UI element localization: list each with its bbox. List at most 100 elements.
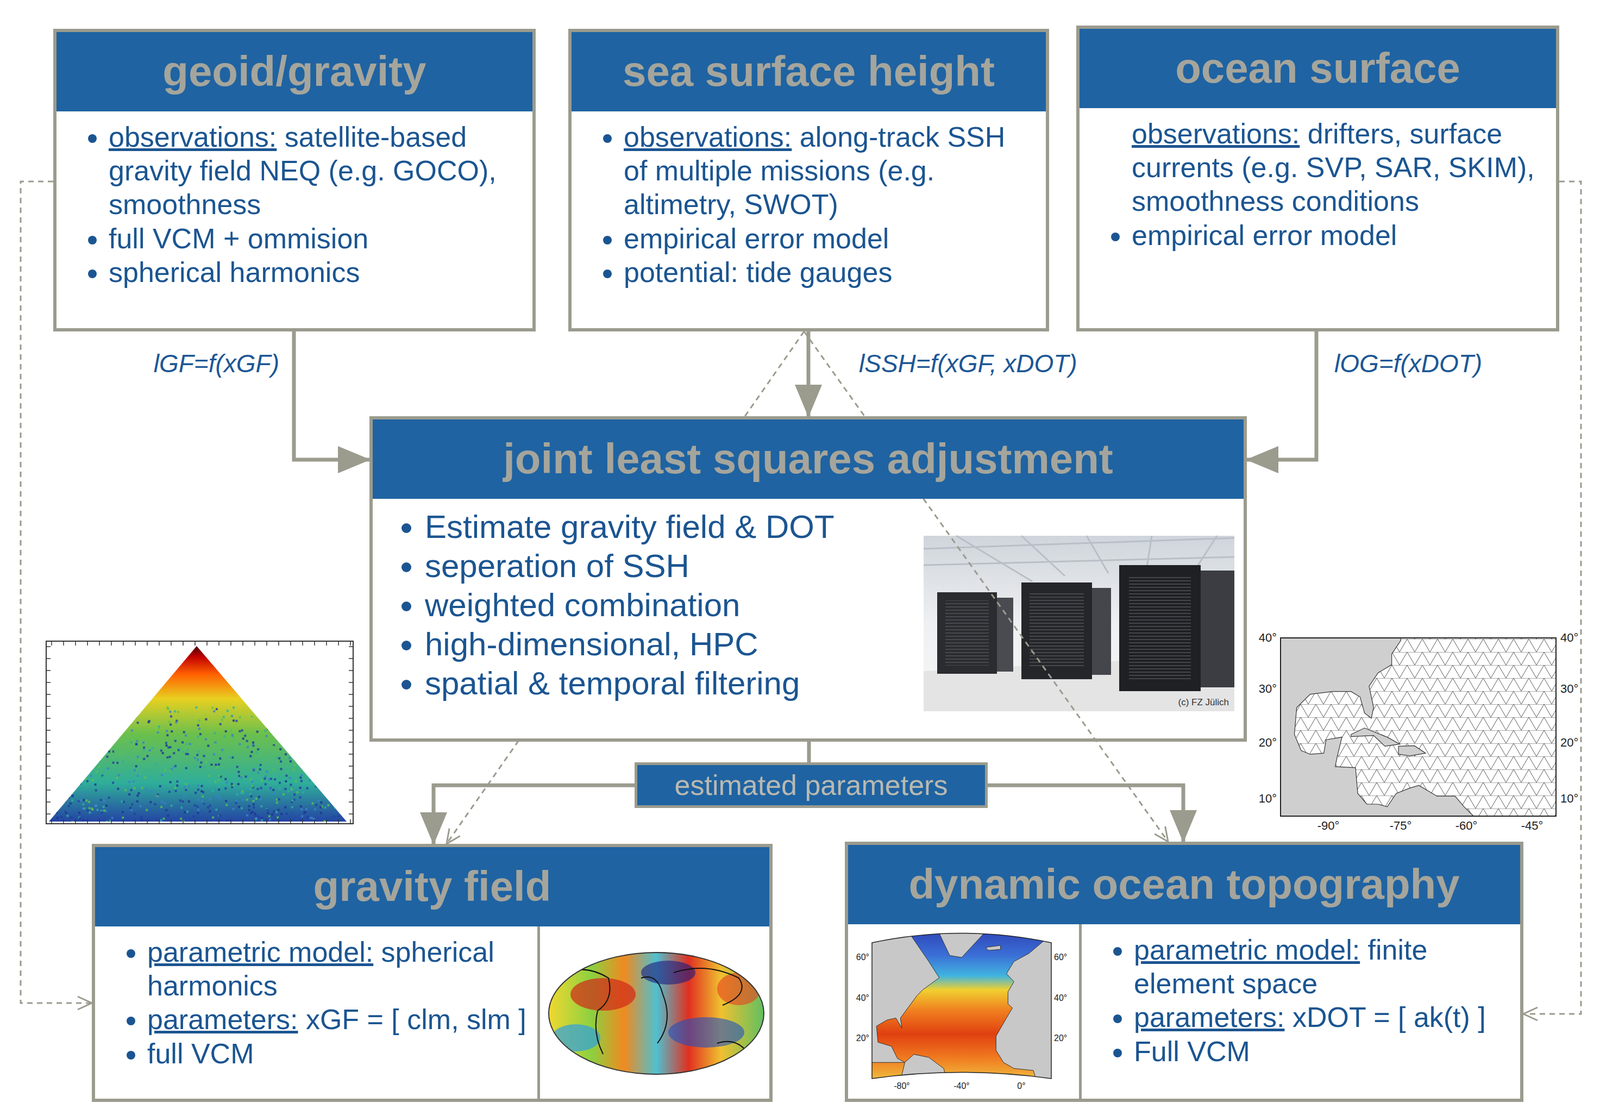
- gravity-globe-part-part: [641, 960, 696, 985]
- coefficient-triangle-plot-part-part: [348, 801, 354, 803]
- coefficient-triangle-plot-part-part: [340, 788, 343, 792]
- box-body: parametric model: spherical harmonicspar…: [95, 926, 770, 1099]
- coefficient-triangle-plot-part-part: [137, 709, 141, 712]
- coefficient-triangle-plot-part-part: [94, 744, 97, 747]
- coefficient-triangle-plot-part-part: [54, 716, 58, 719]
- coefficient-triangle-plot-part-part: [95, 757, 98, 760]
- coefficient-triangle-plot-part-part: [166, 733, 169, 737]
- coefficient-triangle-plot-part-part: [266, 808, 269, 812]
- coefficient-triangle-plot-part-part: [217, 763, 221, 766]
- bullet-item: empirical error model: [623, 221, 1037, 256]
- coefficient-triangle-plot-part-part: [54, 791, 58, 794]
- coefficient-triangle-plot-part-part: [290, 779, 293, 782]
- coefficient-triangle-plot-part-part: [142, 757, 146, 761]
- coefficient-triangle-plot-part-part: [63, 766, 66, 769]
- coefficient-triangle-plot-part-part: [59, 719, 62, 723]
- coefficient-triangle-plot-part-part: [82, 772, 85, 775]
- coefficient-triangle-plot-part-part: [231, 741, 235, 744]
- coefficient-triangle-plot-part-part: [77, 800, 80, 803]
- coefficient-triangle-plot-part-part: [186, 810, 189, 813]
- coefficient-triangle-plot-part-part: [336, 776, 339, 780]
- coefficient-triangle-plot-part-part: [348, 669, 354, 671]
- coefficient-triangle-plot-part-part: [78, 767, 81, 770]
- coefficient-triangle-plot-part-part: [121, 816, 124, 819]
- coefficient-triangle-plot-part-part: [206, 819, 208, 824]
- coefficient-triangle-plot-part-part: [134, 716, 137, 719]
- coefficient-triangle-plot-part-part: [306, 787, 309, 790]
- coefficient-triangle-plot-part-part: [299, 776, 302, 779]
- coefficient-triangle-plot-part-part: [178, 747, 181, 750]
- coefficient-triangle-plot-part-part: [98, 765, 101, 768]
- text-cell: Estimate gravity field & DOTseperation o…: [372, 498, 918, 739]
- coefficient-triangle-plot-part-part: [322, 789, 325, 792]
- coefficient-triangle-plot-part-part: [239, 716, 242, 719]
- coefficient-triangle-plot-part-part: [155, 818, 158, 821]
- coefficient-triangle-plot-part-part: [140, 816, 143, 819]
- coefficient-triangle-plot-part-part: [315, 710, 318, 713]
- coefficient-triangle-plot-part-part: [337, 727, 340, 730]
- supercomputer-photo-part: [1092, 587, 1112, 675]
- coefficient-triangle-plot-part-part: [57, 807, 60, 811]
- coefficient-triangle-plot-part-part: [311, 745, 315, 749]
- coefficient-triangle-plot-part-part: [230, 641, 232, 646]
- coefficient-triangle-plot-part-part: [334, 751, 337, 755]
- coefficient-triangle-plot-part-part: [277, 808, 280, 812]
- coefficient-triangle-plot-part-part: [196, 735, 199, 738]
- coefficient-triangle-plot-part-part: [53, 731, 56, 734]
- dot-map-part-part: [870, 933, 1053, 1081]
- coefficient-triangle-plot-part-part: [305, 807, 308, 811]
- coefficient-triangle-plot-part-part: [278, 757, 281, 760]
- coefficient-triangle-plot-part-part: [46, 657, 51, 660]
- coefficient-triangle-plot-part-part: [183, 794, 186, 798]
- coefficient-triangle-plot-part-part: [259, 763, 262, 767]
- coefficient-triangle-plot-part-part: [325, 724, 329, 727]
- coefficient-triangle-plot-part-part: [174, 786, 177, 789]
- coefficient-triangle-plot-part-part: [242, 819, 244, 824]
- coefficient-triangle-plot-part-part: [64, 761, 67, 764]
- axis-label: 60°: [856, 952, 870, 963]
- coefficient-triangle-plot-part-part: [348, 789, 354, 791]
- coefficient-triangle-plot-part-part: [166, 752, 169, 755]
- triangular-mesh-map-part: [1280, 637, 1478, 817]
- coefficient-triangle-plot-part-part: [275, 810, 278, 813]
- axis-label: 30°: [1560, 682, 1579, 696]
- coefficient-triangle-plot-part-part: [284, 780, 287, 783]
- coefficient-triangle-plot-part-part: [135, 764, 138, 768]
- coefficient-triangle-plot-part-part: [88, 800, 91, 803]
- coefficient-triangle-plot-part-part: [334, 800, 337, 803]
- bullet-item: potential: tide gauges: [623, 255, 1037, 290]
- coefficient-triangle-plot-part-part: [209, 804, 212, 807]
- coefficient-triangle-plot-part-part: [67, 796, 70, 799]
- coefficient-triangle-plot-part-part: [148, 819, 152, 822]
- coefficient-triangle-plot-part-part: [202, 802, 205, 805]
- coefficient-triangle-plot-part-part: [50, 732, 53, 736]
- coefficient-triangle-plot-part-part: [278, 787, 281, 790]
- coefficient-triangle-plot-part-part: [206, 806, 210, 809]
- coefficient-triangle-plot-part-part: [341, 787, 344, 790]
- coefficient-triangle-plot-part-part: [199, 765, 202, 768]
- coefficient-triangle-plot-part-part: [268, 724, 272, 727]
- coefficient-triangle-plot-part-part: [121, 781, 124, 784]
- coefficient-triangle-plot-part-part: [320, 749, 323, 752]
- coefficient-triangle-plot-part-part: [349, 819, 351, 824]
- coefficient-triangle-plot-part-part: [345, 715, 348, 718]
- coefficient-triangle-plot-part-part: [329, 731, 332, 734]
- coefficient-triangle-plot-part-part: [270, 777, 273, 780]
- coefficient-triangle-plot-part-part: [272, 768, 275, 771]
- coefficient-triangle-plot-part-part: [225, 781, 228, 784]
- coefficient-triangle-plot-part-part: [251, 780, 254, 783]
- bullet-item: full VCM: [147, 1036, 528, 1071]
- coefficient-triangle-plot-part-part: [76, 749, 79, 752]
- coefficient-triangle-plot-part: [48, 645, 347, 822]
- coefficient-triangle-plot-part-part: [295, 743, 298, 746]
- coefficient-triangle-plot-part-part: [279, 714, 282, 718]
- coefficient-triangle-plot-part-part: [174, 739, 177, 743]
- coefficient-triangle-plot-part-part: [181, 741, 184, 744]
- triangular-mesh-map-part-part: [1280, 637, 1478, 817]
- coefficient-triangle-plot-part-part: [86, 641, 89, 646]
- coefficient-triangle-plot-part-part: [292, 768, 296, 771]
- coefficient-triangle-plot-part: [49, 706, 348, 824]
- coefficient-triangle-plot-part-part: [137, 792, 140, 795]
- coefficient-triangle-plot-part-part: [308, 779, 311, 782]
- coefficient-triangle-plot-part-part: [127, 777, 130, 781]
